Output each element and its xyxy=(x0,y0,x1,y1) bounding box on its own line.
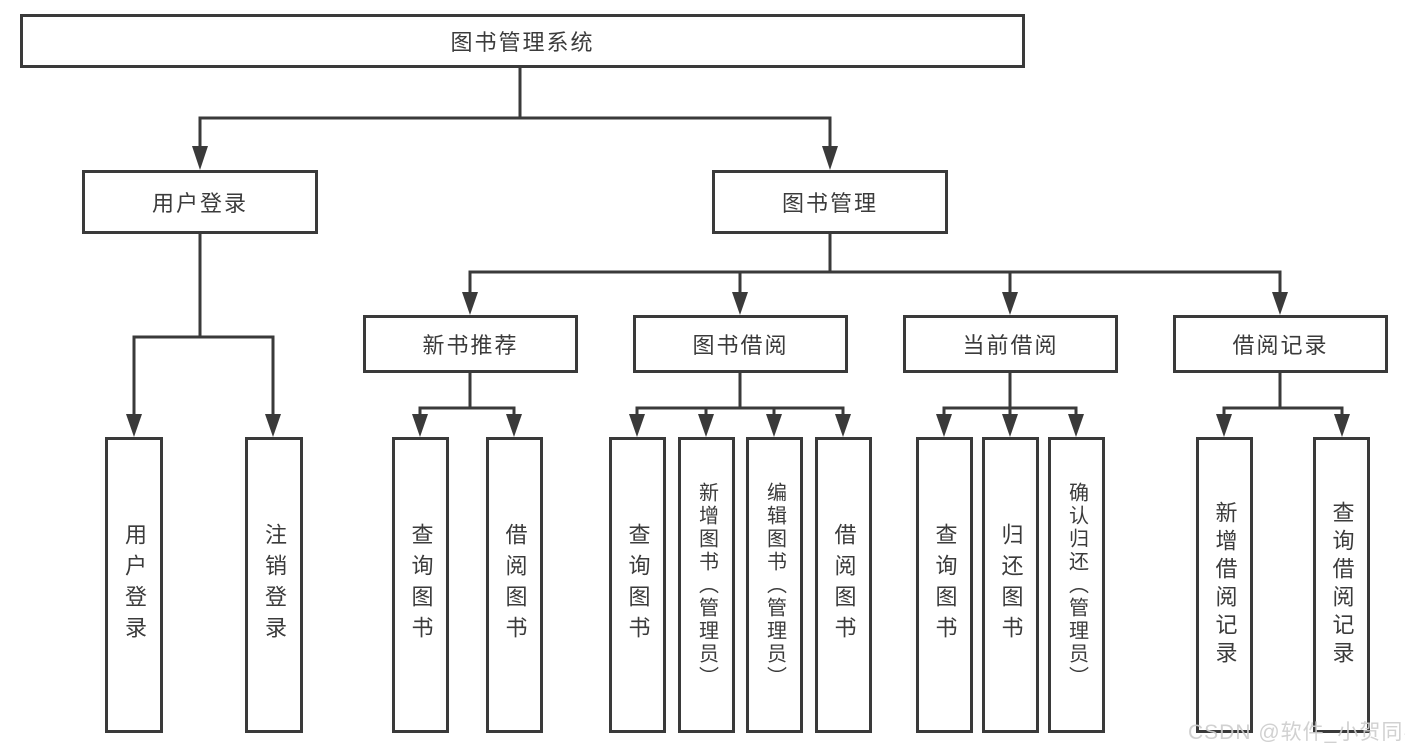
node-root-system-label: 图书管理系统 xyxy=(450,30,595,55)
leaf-query-borrow-record: 查询借阅记录 xyxy=(1313,437,1370,733)
node-book-management: 图书管理 xyxy=(712,170,948,234)
leaf-logout: 注销登录 xyxy=(245,437,303,733)
node-user-login: 用户登录 xyxy=(82,170,318,234)
leaf-query-books-borrow-label: 查询图书 xyxy=(625,523,651,647)
leaf-borrow-books-label: 借阅图书 xyxy=(831,523,857,647)
leaf-query-books-current-label: 查询图书 xyxy=(932,523,958,647)
node-new-book-recommend-label: 新书推荐 xyxy=(422,333,519,358)
node-book-borrow-label: 图书借阅 xyxy=(692,333,789,358)
leaf-edit-books-admin: 编辑图书（管理员） xyxy=(746,437,803,733)
leaf-return-books: 归还图书 xyxy=(982,437,1039,733)
node-user-login-label: 用户登录 xyxy=(151,191,248,216)
csdn-watermark: CSDN @软件_小贺同学 xyxy=(1188,721,1405,744)
node-current-borrow-label: 当前借阅 xyxy=(962,333,1059,358)
leaf-query-borrow-record-label: 查询借阅记录 xyxy=(1329,501,1355,669)
leaf-user-login-label: 用户登录 xyxy=(122,523,147,647)
leaf-user-login: 用户登录 xyxy=(105,437,163,733)
leaf-borrow-books-recommend: 借阅图书 xyxy=(486,437,543,733)
leaf-borrow-books: 借阅图书 xyxy=(815,437,872,733)
leaf-query-books-recommend-label: 查询图书 xyxy=(408,523,434,647)
leaf-query-books-current: 查询图书 xyxy=(916,437,973,733)
leaf-borrow-books-recommend-label: 借阅图书 xyxy=(502,523,528,647)
leaf-return-books-label: 归还图书 xyxy=(998,523,1024,647)
leaf-confirm-return-admin-label: 确认归还（管理员） xyxy=(1065,481,1088,689)
leaf-add-books-admin: 新增图书（管理员） xyxy=(678,437,735,733)
node-new-book-recommend: 新书推荐 xyxy=(363,315,578,373)
node-book-management-label: 图书管理 xyxy=(781,191,878,216)
leaf-confirm-return-admin: 确认归还（管理员） xyxy=(1048,437,1105,733)
node-book-borrow: 图书借阅 xyxy=(633,315,848,373)
node-borrow-records-label: 借阅记录 xyxy=(1232,333,1329,358)
node-current-borrow: 当前借阅 xyxy=(903,315,1118,373)
leaf-add-borrow-record-label: 新增借阅记录 xyxy=(1212,501,1238,669)
leaf-query-books-recommend: 查询图书 xyxy=(392,437,449,733)
node-root-system: 图书管理系统 xyxy=(20,14,1025,68)
leaf-edit-books-admin-label: 编辑图书（管理员） xyxy=(763,481,786,689)
leaf-logout-label: 注销登录 xyxy=(262,523,287,647)
leaf-add-borrow-record: 新增借阅记录 xyxy=(1196,437,1253,733)
node-borrow-records: 借阅记录 xyxy=(1173,315,1388,373)
leaf-query-books-borrow: 查询图书 xyxy=(609,437,666,733)
leaf-add-books-admin-label: 新增图书（管理员） xyxy=(695,481,718,689)
